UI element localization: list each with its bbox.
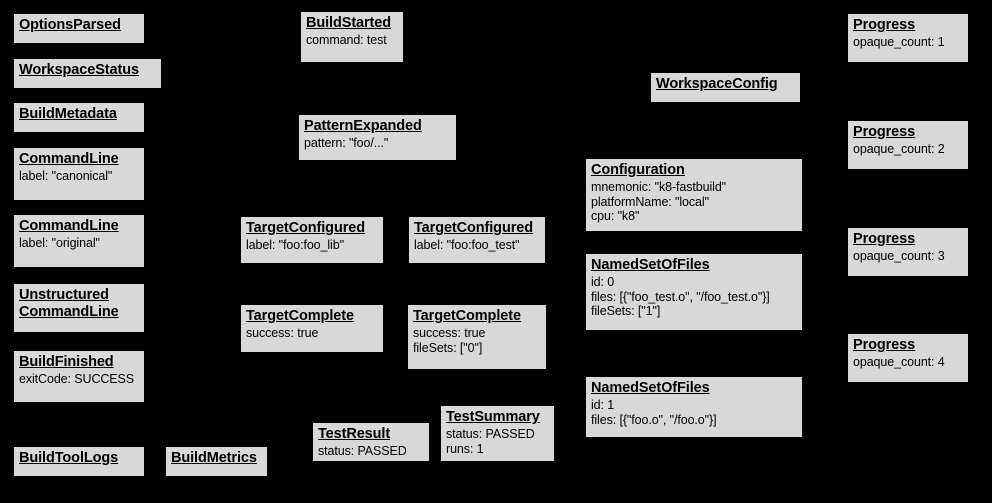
node-title: Unstructured CommandLine bbox=[19, 287, 119, 320]
node-unstructured-command-line[interactable]: Unstructured CommandLine bbox=[13, 283, 145, 333]
node-title: BuildMetadata bbox=[19, 106, 117, 122]
node-attributes: success: true bbox=[246, 326, 378, 341]
node-title: TargetConfigured bbox=[414, 220, 533, 236]
node-title: TestSummary bbox=[446, 409, 540, 425]
node-title: WorkspaceStatus bbox=[19, 62, 139, 78]
node-attribute-line: status: PASSED bbox=[318, 443, 407, 458]
node-title: CommandLine bbox=[19, 218, 119, 234]
node-attributes: label: "foo:foo_test" bbox=[414, 238, 540, 253]
node-build-tool-logs[interactable]: BuildToolLogs bbox=[13, 446, 145, 477]
node-attribute-line: status: PASSED bbox=[446, 426, 535, 441]
node-attributes: label: "foo:foo_lib" bbox=[246, 238, 378, 253]
node-attribute-line: platformName: "local" bbox=[591, 194, 709, 209]
node-attributes: label: "canonical" bbox=[19, 169, 139, 184]
node-attribute-line: opaque_count: 4 bbox=[853, 354, 945, 369]
node-title: Progress bbox=[853, 337, 916, 353]
node-attributes: exitCode: SUCCESS bbox=[19, 372, 139, 387]
node-build-metrics[interactable]: BuildMetrics bbox=[165, 446, 268, 477]
node-attribute-line: success: true bbox=[246, 325, 319, 340]
node-attribute-line: exitCode: SUCCESS bbox=[19, 371, 135, 386]
node-attribute-line: label: "canonical" bbox=[19, 168, 113, 183]
node-attribute-line: label: "foo:foo_lib" bbox=[246, 237, 344, 252]
node-workspace-status[interactable]: WorkspaceStatus bbox=[13, 58, 162, 89]
node-title: OptionsParsed bbox=[19, 17, 121, 33]
node-title: BuildMetrics bbox=[171, 450, 257, 466]
node-attributes: opaque_count: 3 bbox=[853, 249, 963, 264]
node-attribute-line: label: "original" bbox=[19, 235, 100, 250]
node-attribute-line: success: true bbox=[413, 325, 486, 340]
node-attributes: pattern: "foo/..." bbox=[304, 136, 451, 151]
node-attributes: mnemonic: "k8-fastbuild"platformName: "l… bbox=[591, 180, 797, 224]
node-title: Progress bbox=[853, 231, 916, 247]
node-title: Configuration bbox=[591, 162, 685, 178]
node-attributes: command: test bbox=[306, 33, 398, 48]
node-attribute-line: id: 0 bbox=[591, 274, 615, 289]
node-title: CommandLine bbox=[19, 151, 119, 167]
node-title: Progress bbox=[853, 17, 916, 33]
node-attribute-line: fileSets: ["0"] bbox=[413, 340, 483, 355]
node-attribute-line: id: 1 bbox=[591, 397, 615, 412]
node-title: TargetComplete bbox=[413, 308, 521, 324]
node-title: NamedSetOfFiles bbox=[591, 257, 710, 273]
node-title: WorkspaceConfig bbox=[656, 76, 778, 92]
node-attributes: status: PASSED bbox=[318, 444, 424, 459]
node-attribute-line: files: [{"foo.o", "/foo.o"}] bbox=[591, 412, 717, 427]
node-attribute-line: mnemonic: "k8-fastbuild" bbox=[591, 179, 727, 194]
node-attribute-line: opaque_count: 2 bbox=[853, 141, 945, 156]
node-attributes: opaque_count: 2 bbox=[853, 142, 963, 157]
node-attributes: opaque_count: 1 bbox=[853, 35, 963, 50]
node-workspace-config[interactable]: WorkspaceConfig bbox=[650, 72, 801, 103]
node-title: NamedSetOfFiles bbox=[591, 380, 710, 396]
node-attribute-line: runs: 1 bbox=[446, 441, 484, 456]
node-title: Progress bbox=[853, 124, 916, 140]
node-attribute-line: cpu: "k8" bbox=[591, 209, 640, 224]
node-attribute-line: opaque_count: 1 bbox=[853, 34, 945, 49]
node-title: BuildFinished bbox=[19, 354, 114, 370]
node-options-parsed[interactable]: OptionsParsed bbox=[13, 13, 145, 44]
node-title: PatternExpanded bbox=[304, 118, 422, 134]
node-attribute-line: opaque_count: 3 bbox=[853, 248, 945, 263]
node-attribute-line: fileSets: ["1"] bbox=[591, 304, 661, 319]
node-title: TestResult bbox=[318, 426, 391, 442]
node-title: TargetConfigured bbox=[246, 220, 365, 236]
node-attribute-line: label: "foo:foo_test" bbox=[414, 237, 520, 252]
node-attribute-line: pattern: "foo/..." bbox=[304, 135, 389, 150]
node-attribute-line: command: test bbox=[306, 32, 387, 47]
node-title: BuildToolLogs bbox=[19, 450, 119, 466]
node-build-metadata[interactable]: BuildMetadata bbox=[13, 102, 145, 133]
node-title: TargetComplete bbox=[246, 308, 354, 324]
node-attribute-line: files: [{"foo_test.o", "/foo_test.o"}] bbox=[591, 289, 770, 304]
node-attributes: label: "original" bbox=[19, 236, 139, 251]
node-attributes: opaque_count: 4 bbox=[853, 355, 963, 370]
node-title: BuildStarted bbox=[306, 15, 392, 31]
